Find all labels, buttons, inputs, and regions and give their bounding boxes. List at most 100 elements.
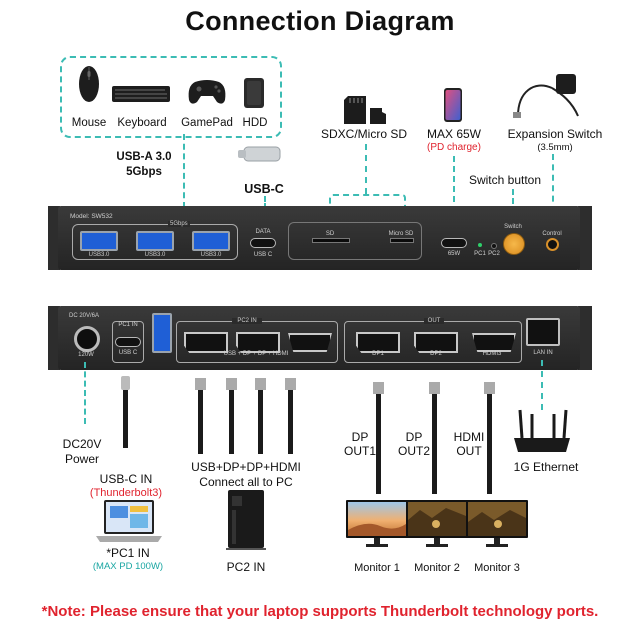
connector-line-lan — [541, 360, 543, 410]
rear-usb-c-label: USB C — [118, 350, 138, 356]
hdmi-out-label-line1: HDMI — [453, 430, 485, 444]
pc2-in-label: PC2 IN — [226, 560, 266, 574]
pc2-dp-cable-1 — [229, 384, 234, 454]
usb-c-label: USB-C — [244, 182, 284, 196]
router-icon — [514, 409, 570, 452]
usb-a-label-line2: 5Gbps — [126, 166, 162, 178]
rear-pc2-hdmi-port[interactable] — [288, 333, 332, 352]
keyboard-icon — [112, 86, 170, 102]
pc2-dp-plug-1 — [226, 378, 237, 390]
front-switch-label: Switch — [504, 224, 522, 230]
micro-sd-card-icon — [370, 108, 386, 124]
rear-hdmi3-label: HDMI3 — [482, 351, 502, 357]
front-usb-a-label-1: USB3.0 — [88, 252, 110, 258]
sdxc-micro-sd-label: SDXC/Micro SD — [320, 127, 407, 141]
connector-line-expansion — [552, 154, 554, 212]
rear-pc1-usb-c-port[interactable] — [115, 337, 141, 347]
front-usb-a-port-1[interactable] — [80, 231, 118, 251]
pc2-cables-label-line1: USB+DP+DP+HDMI — [191, 460, 301, 474]
usb-c-flash-drive-icon — [238, 146, 281, 162]
front-micro-sd-label: Micro SD — [388, 231, 414, 237]
dp-out1-plug — [373, 382, 384, 394]
front-sd-label: SD — [325, 231, 335, 237]
usb-c-cable-plug — [121, 376, 130, 390]
dc-power-label-line1: DC20V — [62, 437, 102, 451]
rear-pc2-ports-label: USB + DP + DP + HDMI — [223, 351, 289, 357]
pc2-cables-label-line2: Connect all to PC — [199, 475, 293, 489]
connector-line-dc — [84, 362, 86, 424]
dc-power-label-line2: Power — [64, 452, 99, 466]
front-usb-a-label-3: USB3.0 — [200, 252, 222, 258]
label-gamepad: GamePad — [181, 117, 233, 129]
pc2-hdmi-cable — [288, 384, 293, 454]
rear-dp1-port[interactable] — [356, 332, 400, 353]
front-65w-usb-c-port[interactable] — [441, 238, 467, 248]
rear-dp1-label: DP1 — [372, 351, 384, 357]
front-usb-a-port-2[interactable] — [136, 231, 174, 251]
rear-dp2-port[interactable] — [414, 332, 458, 353]
pd-charge-label: (PD charge) — [427, 142, 481, 153]
monitor-3-icon — [466, 500, 528, 547]
laptop-icon — [96, 500, 162, 542]
front-usb-a-port-3[interactable] — [192, 231, 230, 251]
thunderbolt3-label: (Thunderbolt3) — [89, 487, 163, 499]
peripherals-box — [60, 56, 282, 138]
front-usb-a-label-2: USB3.0 — [144, 252, 166, 258]
switch-button-label: Switch button — [468, 173, 542, 187]
rear-pc2-dp-port-1[interactable] — [184, 332, 228, 353]
monitor-2-icon — [406, 500, 468, 547]
rear-dc-jack[interactable] — [74, 326, 100, 352]
front-pc1-led — [478, 243, 482, 247]
hdmi-out-plug — [484, 382, 495, 394]
label-hdd: HDD — [242, 117, 268, 129]
sd-card-icon — [344, 96, 366, 124]
monitor-1-icon — [346, 500, 408, 547]
pc1-in-label: *PC1 IN — [106, 546, 150, 560]
connector-line-switch — [512, 189, 514, 213]
rear-hdmi3-port[interactable] — [472, 333, 516, 352]
front-control-jack[interactable] — [546, 238, 559, 251]
dp-out1-label-line1: DP — [351, 430, 369, 444]
max-pd-100w-label: (MAX PD 100W) — [92, 561, 164, 572]
front-usb-bracket — [72, 224, 238, 260]
pc2-dp-cable-2 — [258, 384, 263, 454]
max-65w-label: MAX 65W — [426, 127, 481, 141]
rear-lan-port[interactable] — [526, 318, 560, 346]
pc2-usb-cable — [198, 384, 203, 454]
expansion-switch-label: Expansion Switch — [507, 127, 603, 141]
smartphone-icon — [444, 88, 462, 122]
front-usb-c-port[interactable] — [250, 238, 276, 248]
front-model-label: Model: SW532 — [70, 213, 113, 220]
front-panel-right-ear — [578, 206, 592, 270]
dp-out1-cable — [376, 388, 381, 494]
rear-pc2-dp-port-2[interactable] — [236, 332, 280, 353]
rear-pc2-in-label: PC2 IN — [232, 318, 262, 324]
usb-a-label-line1: USB-A 3.0 — [116, 151, 172, 163]
rear-panel-left-ear — [48, 306, 60, 370]
rear-lan-in-label: LAN IN — [533, 350, 553, 356]
rear-pc2-usb-a-port[interactable] — [152, 313, 172, 353]
front-usb-c-label: USB C — [253, 252, 273, 258]
rear-pc1-in-label: PC1 IN — [118, 322, 138, 328]
front-switch-button[interactable] — [503, 233, 525, 255]
connector-line-sd — [365, 144, 367, 194]
front-sd-slot[interactable] — [312, 238, 350, 243]
connector-sd-bracket — [329, 194, 406, 212]
hdmi-out-cable — [487, 388, 492, 494]
front-65w-label: 65W — [447, 251, 461, 257]
label-keyboard: Keyboard — [117, 117, 167, 129]
front-data-tag: DATA — [255, 229, 271, 235]
monitor-1-label: Monitor 1 — [354, 562, 400, 574]
label-mouse: Mouse — [71, 117, 107, 129]
front-pc2-label: PC2 — [488, 251, 500, 257]
front-pc2-led — [491, 243, 497, 249]
front-micro-sd-slot[interactable] — [390, 238, 414, 243]
monitor-3-label: Monitor 3 — [474, 562, 520, 574]
dp-out1-label-line2: OUT1 — [343, 444, 376, 458]
ethernet-label: 1G Ethernet — [513, 460, 579, 474]
pc2-usb-plug — [195, 378, 206, 390]
hdd-icon — [244, 78, 264, 108]
front-sd-bracket — [288, 222, 422, 260]
pc2-dp-plug-2 — [255, 378, 266, 390]
gamepad-icon — [188, 80, 226, 104]
